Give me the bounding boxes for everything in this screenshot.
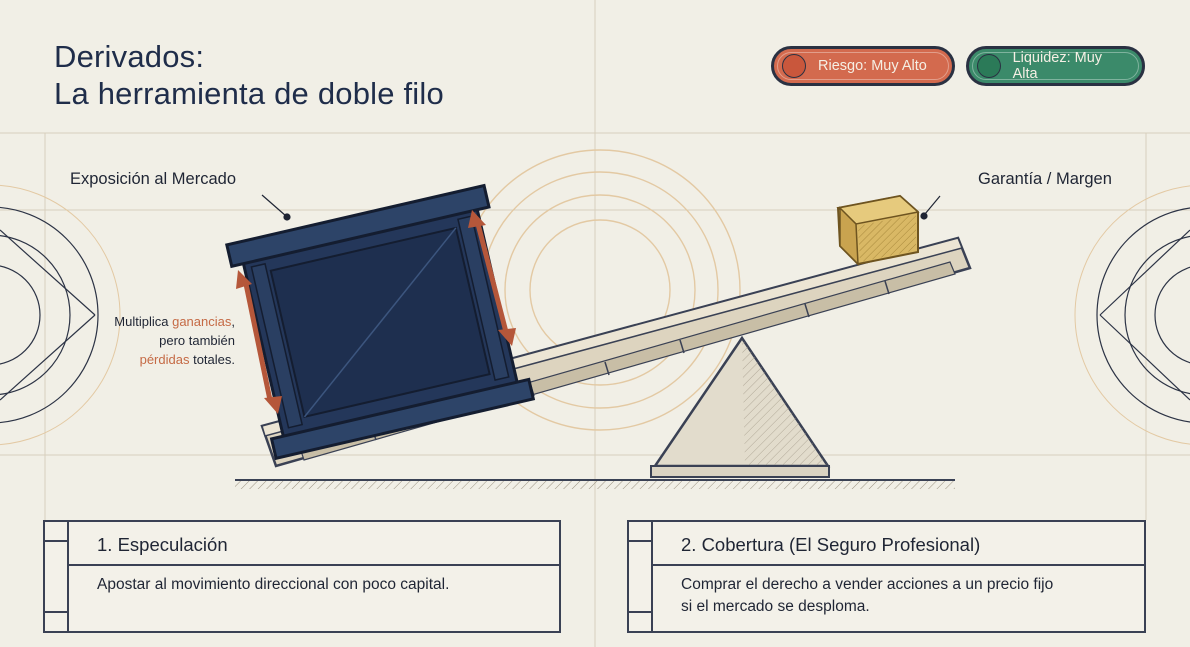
leverage-note: Multiplica ganancias, pero también pérdi… — [114, 312, 235, 369]
liquidity-badge: Liquidez: Muy Alta — [966, 46, 1145, 86]
speculation-text: Apostar al movimiento direccional con po… — [97, 576, 450, 593]
risk-indicator-icon — [782, 54, 806, 78]
exposure-label: Exposición al Mercado — [70, 170, 236, 188]
page-title: Derivados: La herramienta de doble filo — [54, 38, 444, 112]
market-exposure-block — [225, 183, 536, 461]
leverage-arrow-left — [236, 270, 282, 414]
liquidity-badge-label: Liquidez: Muy Alta — [1012, 50, 1103, 82]
card-header — [69, 522, 559, 566]
hedging-text: Comprar el derecho a vender acciones a u… — [681, 574, 1128, 618]
liquidity-indicator-icon — [977, 54, 1001, 78]
label-leaders — [261, 194, 941, 221]
note-text-3: totales. — [189, 352, 235, 367]
note-gains: ganancias — [172, 314, 232, 329]
hedging-text-line-1: Comprar el derecho a vender acciones a u… — [681, 576, 1054, 593]
note-losses: pérdidas — [139, 352, 190, 367]
title-line-1: Derivados: — [54, 39, 205, 74]
risk-badge: Riesgo: Muy Alto — [771, 46, 955, 86]
ground-line — [235, 479, 955, 489]
card-rail — [629, 522, 653, 631]
card-rail — [45, 522, 69, 631]
speculation-title: 1. Especulación — [97, 534, 228, 555]
leverage-arrow-right — [468, 210, 516, 346]
margin-crate — [836, 194, 920, 266]
hedging-text-line-2: si el mercado se desploma. — [681, 598, 870, 615]
risk-badge-label: Riesgo: Muy Alto — [818, 58, 927, 74]
note-text-1: Multiplica — [114, 314, 173, 329]
fulcrum — [650, 335, 831, 478]
title-line-2: La herramienta de doble filo — [54, 76, 444, 111]
note-text-2: , — [231, 314, 235, 329]
card-header — [653, 522, 1144, 566]
concentric-circles-right — [1096, 207, 1190, 423]
hedging-title: 2. Cobertura (El Seguro Profesional) — [681, 534, 981, 555]
concentric-circles-left — [0, 206, 99, 424]
note-line-2: pero también — [159, 333, 235, 348]
margin-label: Garantía / Margen — [978, 170, 1112, 188]
hedging-card: 2. Cobertura (El Seguro Profesional) Com… — [627, 520, 1146, 633]
speculation-card: 1. Especulación Apostar al movimiento di… — [43, 520, 561, 633]
